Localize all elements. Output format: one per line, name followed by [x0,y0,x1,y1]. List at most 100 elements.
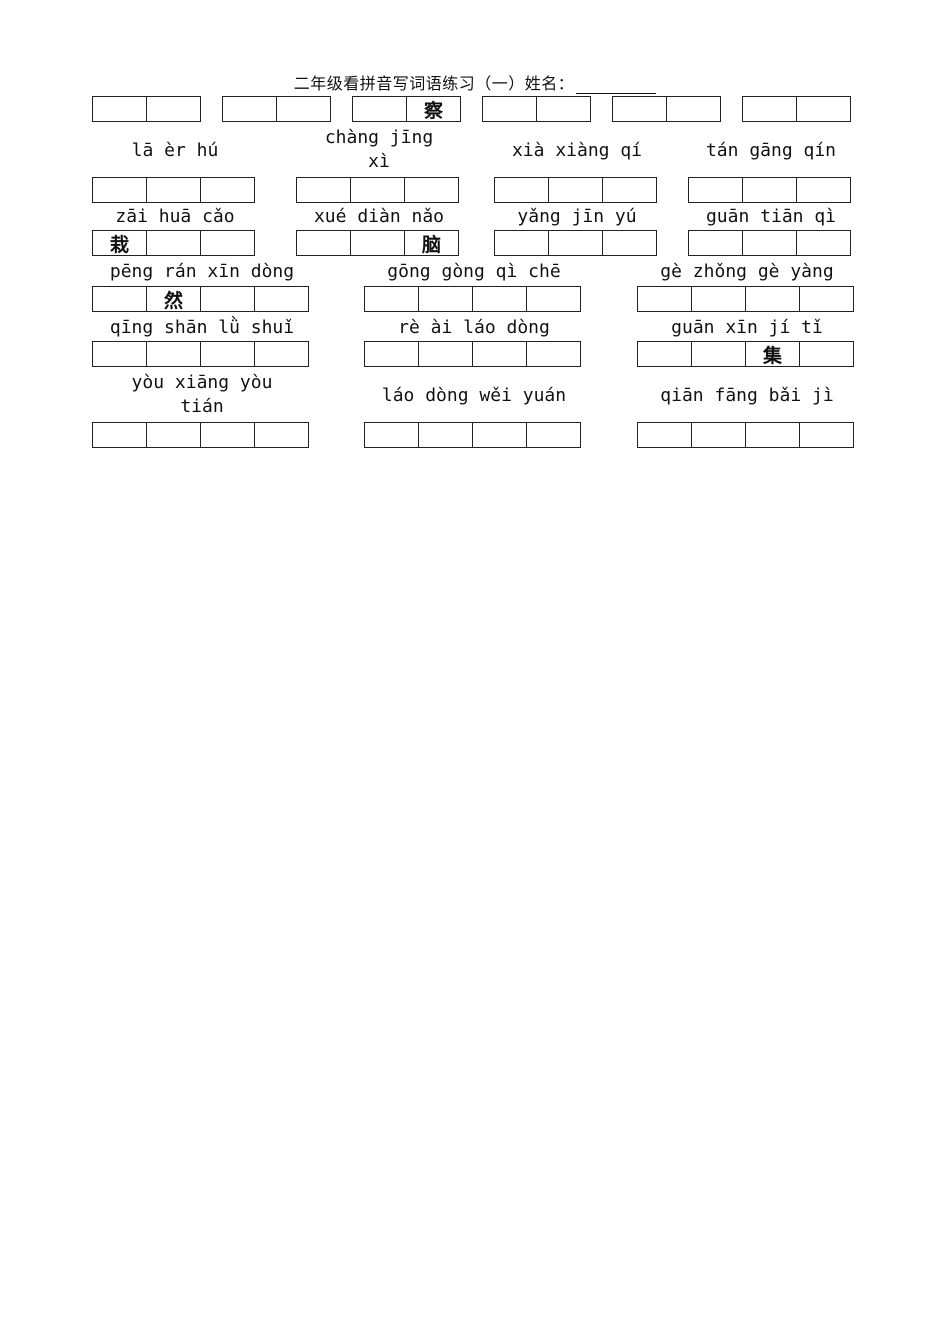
answer-box[interactable] [200,230,255,256]
answer-box[interactable] [254,286,309,312]
answer-box-group [296,177,459,203]
answer-box[interactable] [691,286,746,312]
pinyin-prompt: gōng gòng qì chē [387,261,561,282]
answer-box-group: 栽 [92,230,255,256]
answer-box[interactable] [92,177,147,203]
answer-box[interactable] [548,177,603,203]
answer-box[interactable] [691,341,746,367]
answer-box[interactable] [612,96,667,122]
answer-box[interactable] [742,177,797,203]
answer-box[interactable] [637,286,692,312]
answer-box[interactable] [418,341,473,367]
answer-box[interactable] [526,422,581,448]
answer-box[interactable] [482,96,537,122]
answer-box[interactable] [200,177,255,203]
answer-box[interactable] [296,230,351,256]
pinyin-prompt: guān xīn jí tǐ [671,317,823,338]
pinyin-prompt: xià xiàng qí [511,140,643,161]
answer-box-prefilled[interactable]: 察 [406,96,461,122]
answer-box[interactable] [472,286,527,312]
answer-box-group [494,230,657,256]
answer-box-prefilled[interactable]: 脑 [404,230,459,256]
answer-box[interactable] [418,286,473,312]
pinyin-prompt: rè ài láo dòng [398,317,550,338]
answer-box[interactable] [796,177,851,203]
answer-box[interactable] [526,341,581,367]
answer-box[interactable] [146,422,201,448]
pinyin-prompt: chàng jīng xì [324,127,434,172]
answer-box[interactable] [637,422,692,448]
answer-box[interactable] [146,96,201,122]
title-text: 二年级看拼音写词语练习（一）姓名： [293,74,575,93]
answer-box[interactable] [404,177,459,203]
answer-box[interactable] [296,177,351,203]
answer-box[interactable] [799,286,854,312]
answer-box[interactable] [254,422,309,448]
answer-box[interactable] [418,422,473,448]
answer-box[interactable] [637,341,692,367]
answer-box[interactable] [92,96,147,122]
answer-box[interactable] [254,341,309,367]
answer-box[interactable] [364,341,419,367]
answer-box[interactable] [548,230,603,256]
answer-box-group [92,177,255,203]
answer-box[interactable] [602,177,657,203]
answer-box-group [482,96,591,122]
answer-box[interactable] [742,230,797,256]
answer-box[interactable] [92,341,147,367]
answer-box[interactable] [494,230,549,256]
answer-box[interactable] [799,341,854,367]
name-blank[interactable] [576,79,657,94]
answer-box[interactable] [666,96,721,122]
answer-box[interactable] [200,422,255,448]
answer-box-group [494,177,657,203]
answer-box[interactable] [688,177,743,203]
answer-box-group [688,230,851,256]
answer-box[interactable] [364,422,419,448]
pinyin-prompt: qīng shān lǜ shuǐ [109,317,295,338]
answer-box[interactable] [602,230,657,256]
answer-box[interactable] [745,286,800,312]
answer-box[interactable] [526,286,581,312]
answer-box[interactable] [350,230,405,256]
worksheet-title: 二年级看拼音写词语练习（一）姓名： [0,70,950,94]
answer-box-group [364,422,581,448]
answer-box-group [364,286,581,312]
pinyin-prompt: yòu xiāng yòu tián [131,372,273,417]
pinyin-prompt: láo dòng wěi yuán [381,385,567,406]
answer-box[interactable] [745,422,800,448]
pinyin-prompt: gè zhǒng gè yàng [660,261,834,282]
answer-box[interactable] [691,422,746,448]
answer-box[interactable] [200,341,255,367]
answer-box[interactable] [364,286,419,312]
answer-box[interactable] [350,177,405,203]
answer-box[interactable] [276,96,331,122]
answer-box[interactable] [796,230,851,256]
answer-box[interactable] [352,96,407,122]
answer-box[interactable] [688,230,743,256]
answer-box[interactable] [472,341,527,367]
answer-box-group [637,286,854,312]
answer-box[interactable] [200,286,255,312]
answer-box-prefilled[interactable]: 然 [146,286,201,312]
answer-box-prefilled[interactable]: 栽 [92,230,147,256]
answer-box[interactable] [146,177,201,203]
answer-box[interactable] [92,286,147,312]
answer-box[interactable] [742,96,797,122]
answer-box[interactable] [472,422,527,448]
answer-box[interactable] [146,230,201,256]
answer-box[interactable] [796,96,851,122]
answer-box[interactable] [92,422,147,448]
pinyin-prompt: tán gāng qín [705,140,837,161]
answer-box-group [92,422,309,448]
answer-box[interactable] [536,96,591,122]
answer-box[interactable] [494,177,549,203]
pinyin-prompt: lā èr hú [131,140,219,161]
answer-box-prefilled[interactable]: 集 [745,341,800,367]
answer-box[interactable] [799,422,854,448]
answer-box[interactable] [222,96,277,122]
answer-box-group [637,422,854,448]
answer-box[interactable] [146,341,201,367]
pinyin-prompt: pēng rán xīn dòng [109,261,295,282]
answer-box-group: 脑 [296,230,459,256]
